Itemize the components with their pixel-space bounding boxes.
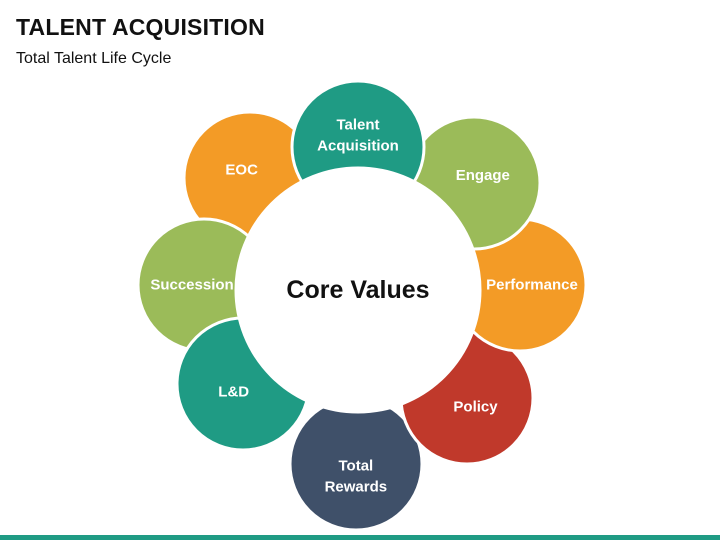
petal-eoc-label-line-1: EOC <box>225 161 258 178</box>
petal-total-rewards-label-line-1: Total <box>339 457 374 474</box>
petal-policy-label-line-1: Policy <box>453 398 498 415</box>
petal-engage-label-line-1: Engage <box>456 167 510 184</box>
petal-total-rewards-label-line-2: Rewards <box>325 478 388 495</box>
petal-l-and-d-label-line-1: L&D <box>218 384 249 401</box>
petal-talent-acquisition-label-line-2: Acquisition <box>317 138 399 155</box>
core-values-label: Core Values <box>286 276 429 304</box>
core-values-circle <box>234 166 482 414</box>
petal-talent-acquisition-label-line-1: Talent <box>336 117 379 134</box>
page-subtitle: Total Talent Life Cycle <box>16 50 172 67</box>
bottom-accent-bar <box>0 535 720 540</box>
page-title: TALENT ACQUISITION <box>16 14 265 40</box>
petal-succession-label-line-1: Succession <box>150 277 233 294</box>
petal-performance-label-line-1: Performance <box>486 277 578 294</box>
